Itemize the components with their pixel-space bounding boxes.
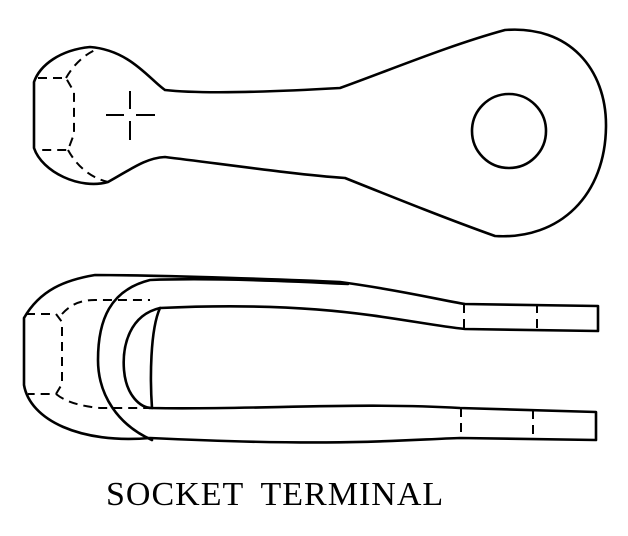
drawing-caption: SOCKET TERMINAL <box>106 476 445 513</box>
stud-hole <box>470 92 548 170</box>
top-view-ferrule-hidden-arc <box>65 47 101 79</box>
side-view-ferrule-hidden-top <box>61 299 150 315</box>
top-view-ferrule-hidden-line <box>38 77 75 151</box>
side-view-ferrule-hidden-bottom <box>55 393 150 409</box>
top-view <box>32 28 608 238</box>
side-view-inner-sleeve-2 <box>122 306 162 410</box>
center-mark <box>106 91 155 140</box>
top-view-outline <box>32 28 608 238</box>
side-view-inner-sleeve <box>96 277 350 442</box>
top-view-ferrule-hidden-arc-lower <box>67 149 109 183</box>
side-view <box>22 273 600 444</box>
side-view-ferrule-hidden-line <box>26 313 63 395</box>
